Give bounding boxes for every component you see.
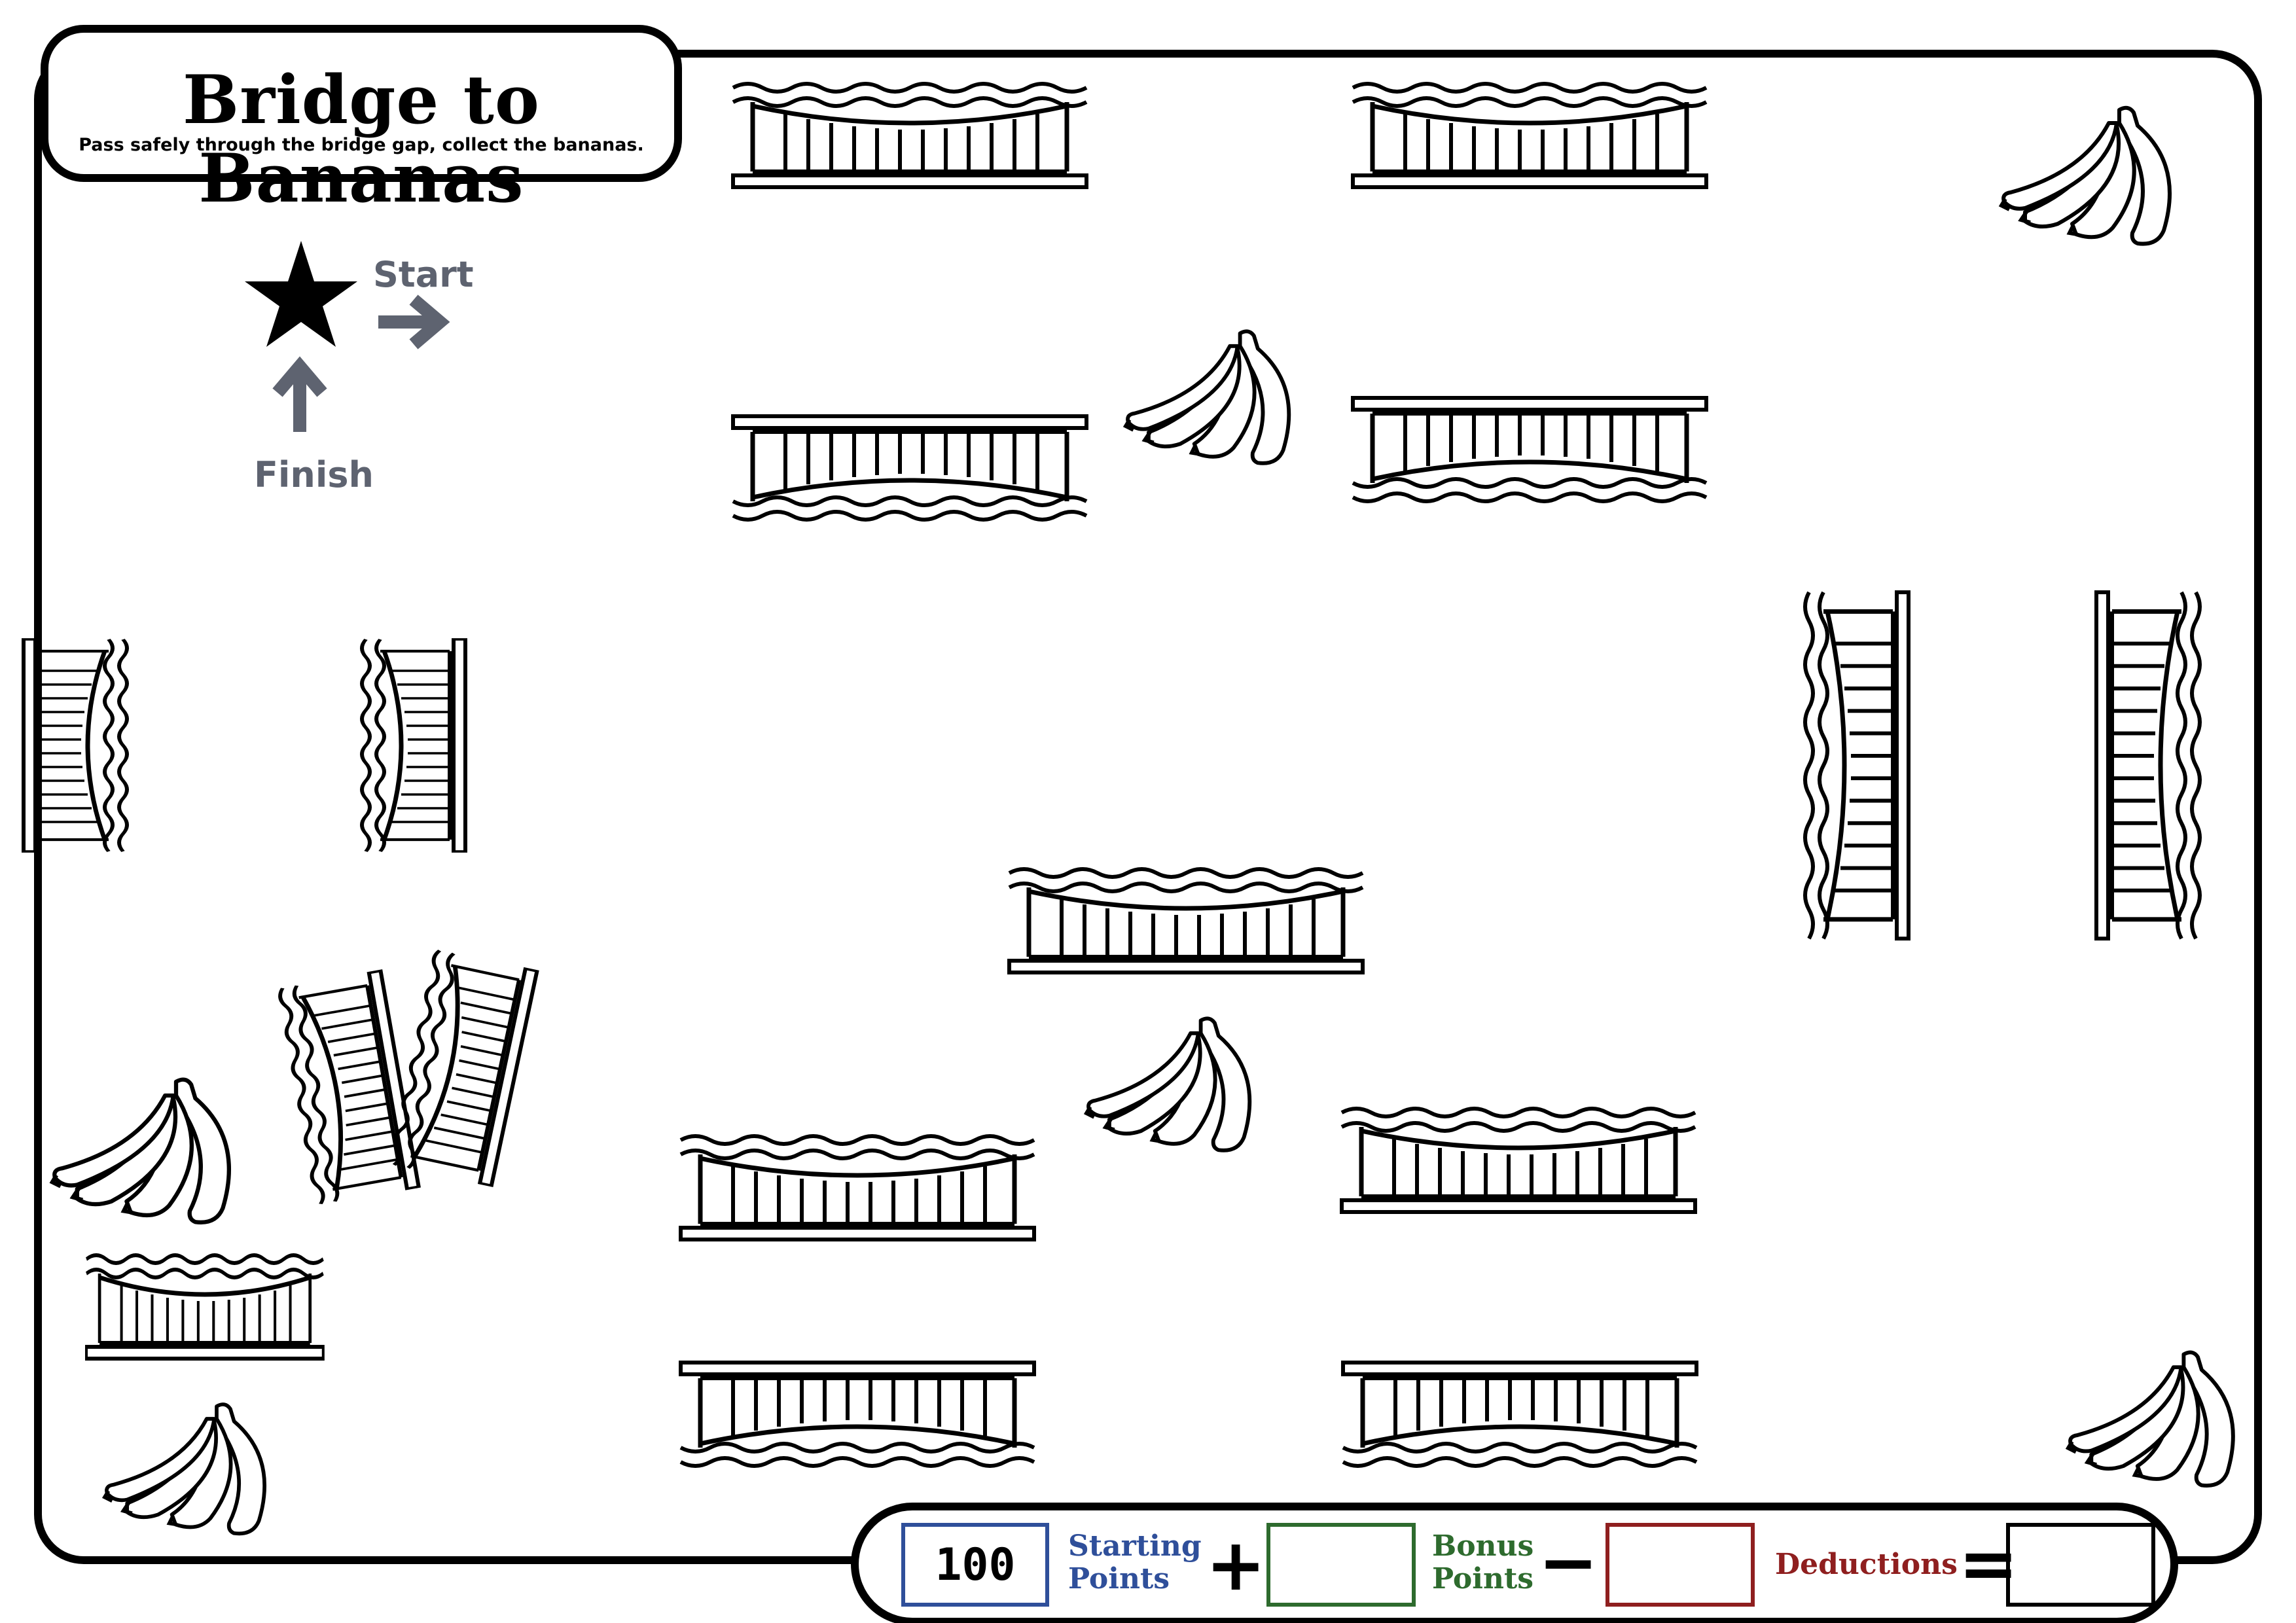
- title-box: Bridge to Bananas Pass safely through th…: [41, 25, 682, 218]
- starting-points-value: 100: [935, 1539, 1016, 1591]
- bridge: [279, 971, 419, 1205]
- minus-sign: −: [1538, 1520, 1599, 1604]
- bridge: [1343, 1363, 1696, 1466]
- bridge: [733, 84, 1086, 187]
- deductions-box[interactable]: [1605, 1523, 1755, 1607]
- bridge: [390, 950, 537, 1185]
- start-label: Start: [373, 254, 474, 295]
- score-panel: [851, 1503, 2178, 1623]
- bridge: [1353, 398, 1706, 501]
- banana-bunch: [52, 1080, 229, 1222]
- bridge: [362, 639, 465, 851]
- starting-points-box: [901, 1523, 1049, 1607]
- plus-sign: +: [1206, 1523, 1266, 1607]
- equals-sign: =: [1958, 1522, 2019, 1605]
- bridge: [24, 639, 127, 851]
- deductions-label: Deductions: [1775, 1548, 1958, 1581]
- start-finish-star-icon: [245, 241, 357, 347]
- total-box[interactable]: [2006, 1523, 2155, 1607]
- bridge: [1805, 592, 1909, 938]
- bridge: [733, 416, 1086, 520]
- banana-bunch: [105, 1404, 264, 1533]
- bonus-points-box[interactable]: [1266, 1523, 1416, 1607]
- bridge: [681, 1363, 1034, 1466]
- bridge: [1353, 84, 1706, 187]
- bridge: [1342, 1109, 1695, 1212]
- banana-bunch: [2001, 108, 2170, 244]
- page-title: Bridge to Bananas: [183, 61, 540, 218]
- finish-arrow-icon: [272, 356, 327, 432]
- bridge: [681, 1136, 1034, 1240]
- finish-label: Finish: [254, 454, 374, 495]
- banana-bunch: [2068, 1352, 2233, 1486]
- banana-bunch: [1086, 1018, 1249, 1150]
- page-subtitle: Pass safely through the bridge gap, coll…: [79, 135, 644, 155]
- start-arrow-icon: [378, 294, 450, 349]
- bridge: [86, 1255, 323, 1359]
- bridge: [1009, 869, 1363, 972]
- bridge: [2096, 592, 2200, 938]
- starting-points-label: Starting Points: [1068, 1529, 1202, 1596]
- bonus-points-label: Bonus Points: [1432, 1529, 1534, 1596]
- banana-bunch: [1126, 331, 1289, 463]
